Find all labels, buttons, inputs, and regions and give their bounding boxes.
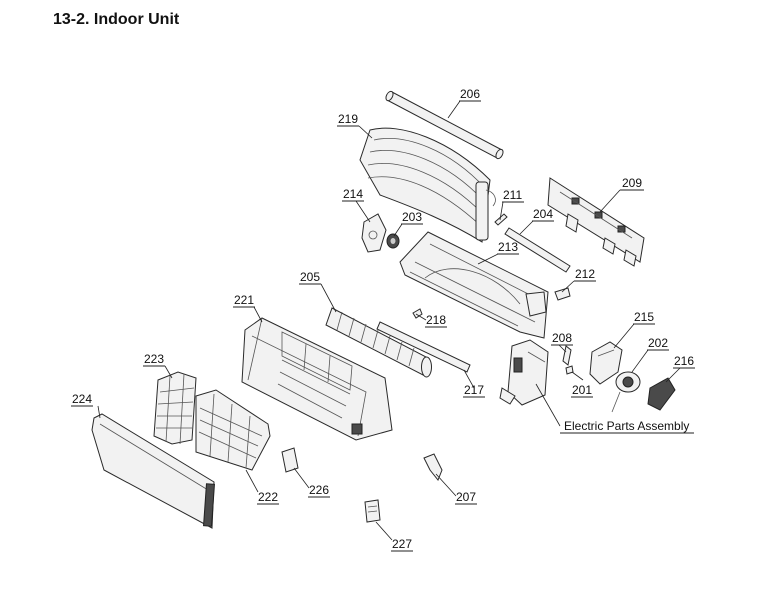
part-202-fan-motor xyxy=(611,371,641,413)
callout-219: 219 xyxy=(337,112,359,127)
callout-209: 209 xyxy=(620,176,644,191)
callout-213: 213 xyxy=(497,240,519,255)
part-227-remote xyxy=(364,499,381,523)
callout-216: 216 xyxy=(673,354,695,369)
part-221-front-panel xyxy=(241,317,393,441)
part-214-bracket xyxy=(361,213,387,253)
callout-217-label: 217 xyxy=(464,383,484,397)
part-209-mounting-plate xyxy=(547,177,645,267)
callout-221: 221 xyxy=(233,293,255,308)
callout-226: 226 xyxy=(308,483,330,498)
callout-217: 217 xyxy=(463,383,485,398)
callout-216-label: 216 xyxy=(674,354,694,368)
part-204-drain-hose xyxy=(504,227,571,273)
callout-211-label: 211 xyxy=(503,188,522,202)
page-title: 13-2. Indoor Unit xyxy=(53,11,180,28)
callout-204: 204 xyxy=(532,207,554,222)
part-213-chassis xyxy=(399,231,549,339)
part-201 xyxy=(565,365,574,375)
electric-parts-assembly xyxy=(499,339,549,406)
callout-202: 202 xyxy=(647,336,669,351)
callout-219-label: 219 xyxy=(338,112,358,126)
part-203-bearing xyxy=(386,233,400,249)
callout-224-label: 224 xyxy=(72,392,92,406)
callout-201: 201 xyxy=(571,383,593,398)
callout-224: 224 xyxy=(71,392,93,407)
callout-214-label: 214 xyxy=(343,187,363,201)
callout-201-label: 201 xyxy=(572,383,592,397)
callout-222: 222 xyxy=(257,490,279,505)
callout-207-label: 207 xyxy=(456,490,476,504)
part-217-deflector xyxy=(376,321,471,373)
callout-209-label: 209 xyxy=(622,176,642,190)
part-208 xyxy=(562,345,572,366)
callout-203-label: 203 xyxy=(402,210,422,224)
callout-227: 227 xyxy=(391,537,413,552)
callout-222-label: 222 xyxy=(258,490,278,504)
callout-207: 207 xyxy=(455,490,477,505)
callout-203: 203 xyxy=(401,210,423,225)
part-224-front-grille xyxy=(91,413,215,529)
callout-208-label: 208 xyxy=(552,331,572,345)
callout-208: 208 xyxy=(551,331,573,346)
callout-206-label: 206 xyxy=(460,87,480,101)
part-226-cover xyxy=(281,447,299,473)
callout-227-label: 227 xyxy=(392,537,412,551)
part-222-air-filter xyxy=(195,389,271,471)
callout-205: 205 xyxy=(299,270,321,285)
part-205-crossflow-fan xyxy=(325,307,432,378)
callout-226-label: 226 xyxy=(309,483,329,497)
callout-218-label: 218 xyxy=(426,313,446,327)
callout-215-label: 215 xyxy=(634,310,654,324)
part-219-evaporator xyxy=(359,127,496,243)
callout-223-label: 223 xyxy=(144,352,164,366)
part-215-motor-cover xyxy=(589,341,623,385)
part-216-motor-bracket xyxy=(647,377,676,411)
callout-213-label: 213 xyxy=(498,240,518,254)
leader-lines xyxy=(97,100,681,541)
callout-206: 206 xyxy=(459,87,481,102)
callout-205-label: 205 xyxy=(300,270,320,284)
callout-electric-parts-assembly: Electric Parts Assembly xyxy=(560,419,694,434)
callout-202-label: 202 xyxy=(648,336,668,350)
part-206-pipe xyxy=(385,90,504,160)
callout-218: 218 xyxy=(425,313,447,328)
callout-223: 223 xyxy=(143,352,165,367)
callout-221-label: 221 xyxy=(234,293,254,307)
callout-212-label: 212 xyxy=(575,267,595,281)
callout-215: 215 xyxy=(633,310,655,325)
part-207-clamp xyxy=(423,453,443,481)
part-211 xyxy=(494,213,508,226)
callout-211: 211 xyxy=(502,188,524,203)
part-212-clip xyxy=(554,287,571,301)
callout-212: 212 xyxy=(574,267,596,282)
part-223-air-filter xyxy=(153,371,197,445)
part-218 xyxy=(412,308,423,319)
callout-214: 214 xyxy=(342,187,364,202)
electric-parts-assembly-label: Electric Parts Assembly xyxy=(564,419,689,433)
callout-204-label: 204 xyxy=(533,207,553,221)
